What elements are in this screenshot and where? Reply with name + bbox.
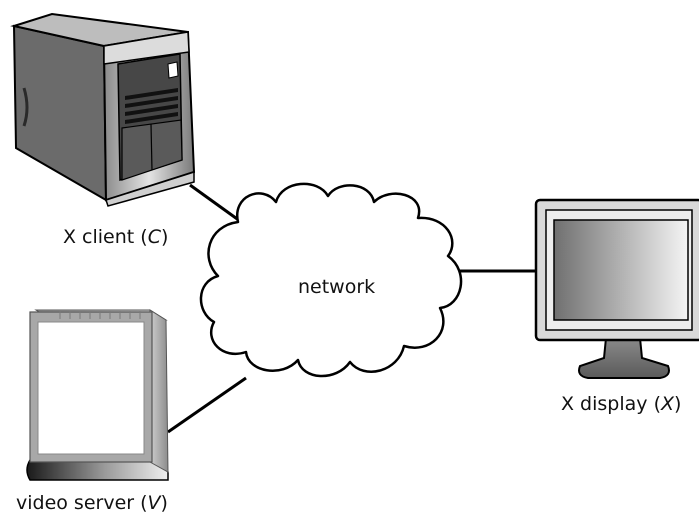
node-label-client: X client (C) xyxy=(63,226,169,248)
video-letter: V xyxy=(147,492,161,513)
node-label-display: X display (X) xyxy=(561,393,682,415)
cloud-icon xyxy=(199,182,463,378)
network-name: network xyxy=(298,276,376,298)
video-name: video server xyxy=(16,492,135,513)
server-icon xyxy=(26,309,169,481)
client-name: X client xyxy=(63,226,135,248)
node-label-network: network xyxy=(298,278,375,297)
client-letter: C xyxy=(147,226,161,248)
display-name: X display xyxy=(561,393,648,415)
connections xyxy=(167,183,536,434)
tower-computer-icon xyxy=(10,12,196,207)
edge-client-network xyxy=(189,183,241,223)
edge-video-network xyxy=(167,376,247,434)
monitor-icon xyxy=(534,198,699,379)
node-label-video: video server (V) xyxy=(16,492,168,513)
display-letter: X xyxy=(660,393,675,415)
